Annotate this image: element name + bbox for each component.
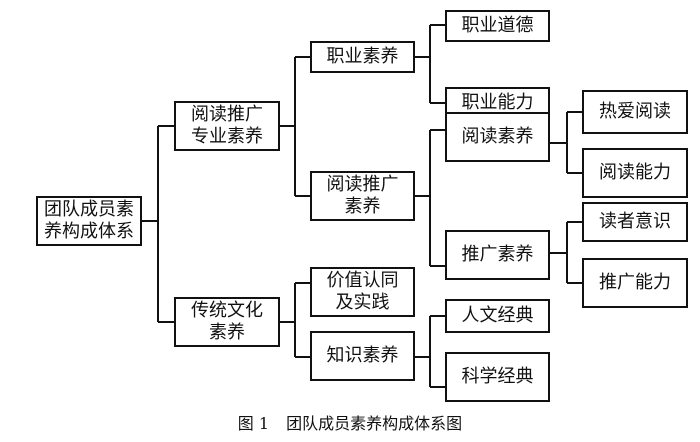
node-text-line: 职业能力 [461, 92, 534, 113]
node-knowledge-literacy: 知识素养 [310, 331, 415, 381]
node-reading-promotion-literacy: 阅读推广素养 [310, 171, 415, 221]
node-text-line: 阅读素养 [461, 126, 534, 147]
node-promotion-literacy: 推广素养 [445, 230, 550, 280]
node-text-line: 价值认同 [326, 270, 399, 291]
node-text-line: 科学经典 [461, 366, 534, 387]
node-text-line: 传统文化 [191, 300, 263, 321]
node-text-line: 阅读能力 [599, 162, 671, 183]
node-traditional-culture-literacy: 传统文化素养 [174, 297, 280, 347]
node-science-classics: 科学经典 [445, 352, 550, 402]
node-text-line: 人文经典 [461, 305, 534, 326]
node-text-line: 专业素养 [191, 126, 263, 147]
node-text-line: 阅读推广 [326, 174, 399, 195]
node-professional-ethics: 职业道德 [445, 10, 550, 42]
node-text-line: 阅读推广 [191, 104, 263, 125]
node-text-line: 及实践 [335, 292, 390, 313]
node-text-line: 推广能力 [599, 272, 671, 293]
node-value-identity-practice: 价值认同及实践 [310, 267, 415, 317]
node-text-line: 推广素养 [461, 244, 534, 265]
node-reader-awareness: 读者意识 [582, 202, 688, 242]
node-text-line: 职业素养 [326, 46, 399, 67]
node-humanities-classics: 人文经典 [445, 299, 550, 333]
node-text-line: 素养 [209, 322, 245, 343]
node-text-line: 养构成体系 [44, 221, 134, 242]
node-root-team-literacy-system: 团队成员素养构成体系 [36, 196, 142, 246]
node-reading-ability: 阅读能力 [582, 148, 688, 198]
node-professional-literacy: 职业素养 [310, 41, 415, 73]
figure-caption: 图 1 团队成员素养构成体系图 [0, 410, 700, 434]
node-text-line: 素养 [344, 196, 381, 217]
node-text-line: 知识素养 [326, 345, 399, 366]
figure-title: 团队成员素养构成体系图 [286, 414, 463, 433]
node-text-line: 读者意识 [599, 211, 671, 232]
node-reading-literacy: 阅读素养 [445, 112, 550, 162]
node-promotion-ability: 推广能力 [582, 258, 688, 308]
node-text-line: 职业道德 [461, 15, 534, 36]
figure-label: 图 1 [237, 414, 270, 433]
node-text-line: 热爱阅读 [599, 101, 671, 122]
node-love-reading: 热爱阅读 [582, 90, 688, 134]
node-reading-promotion-professional-literacy: 阅读推广专业素养 [174, 101, 280, 151]
node-text-line: 团队成员素 [44, 199, 134, 220]
